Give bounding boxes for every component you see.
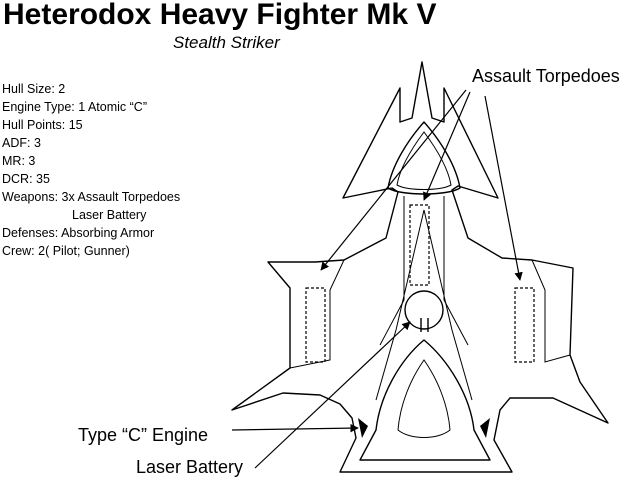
spine-center-right [423, 209, 473, 401]
stat-mr: MR: 3 [2, 154, 36, 168]
engine-nozzle [397, 359, 451, 438]
page-title: Heterodox Heavy Fighter Mk V [3, 0, 437, 31]
stat-crew: Crew: 2( Pilot; Gunner) [2, 244, 130, 258]
stat-adf: ADF: 3 [2, 136, 41, 150]
stat-weapons: Weapons: 3x Assault Torpedoes [2, 190, 181, 204]
laser-turret [404, 290, 444, 330]
stat-hull-points: Hull Points: 15 [2, 118, 83, 132]
spine-right [443, 196, 469, 346]
callout-laser-battery: Laser Battery [136, 457, 244, 477]
stat-defenses: Defenses: Absorbing Armor [2, 226, 155, 240]
callout-engine: Type “C” Engine [78, 425, 209, 445]
stat-engine-type: Engine Type: 1 Atomic “C” [2, 100, 147, 114]
arrow-torpedo-right [484, 95, 523, 281]
stat-dcr: DCR: 35 [2, 172, 50, 186]
wing-root-left [289, 259, 345, 369]
arrow-laser [254, 321, 411, 469]
stat-hull-size: Hull Size: 2 [2, 82, 66, 96]
page-subtitle: Stealth Striker [173, 33, 280, 52]
hull-outline [231, 61, 609, 473]
stats-list: Hull Size: 2 Engine Type: 1 Atomic “C” H… [2, 80, 180, 260]
torpedo-bay-center [409, 204, 430, 286]
spine-center-left [375, 209, 425, 401]
stat-weapons-secondary: Laser Battery [72, 208, 147, 222]
arrow-engine [231, 423, 359, 433]
torpedo-bay-left [305, 287, 326, 363]
engine-pod-left [358, 418, 368, 438]
spine-left [379, 196, 405, 346]
engine-shroud [359, 339, 491, 461]
canopy-inner [396, 131, 452, 190]
callout-assault-torpedoes: Assault Torpedoes [472, 66, 620, 86]
wing-root-right [531, 259, 571, 363]
arrow-torpedo-left [320, 89, 467, 271]
torpedo-bay-right [514, 287, 535, 363]
arrow-torpedo-center [423, 91, 471, 201]
engine-pod-right [480, 418, 490, 438]
